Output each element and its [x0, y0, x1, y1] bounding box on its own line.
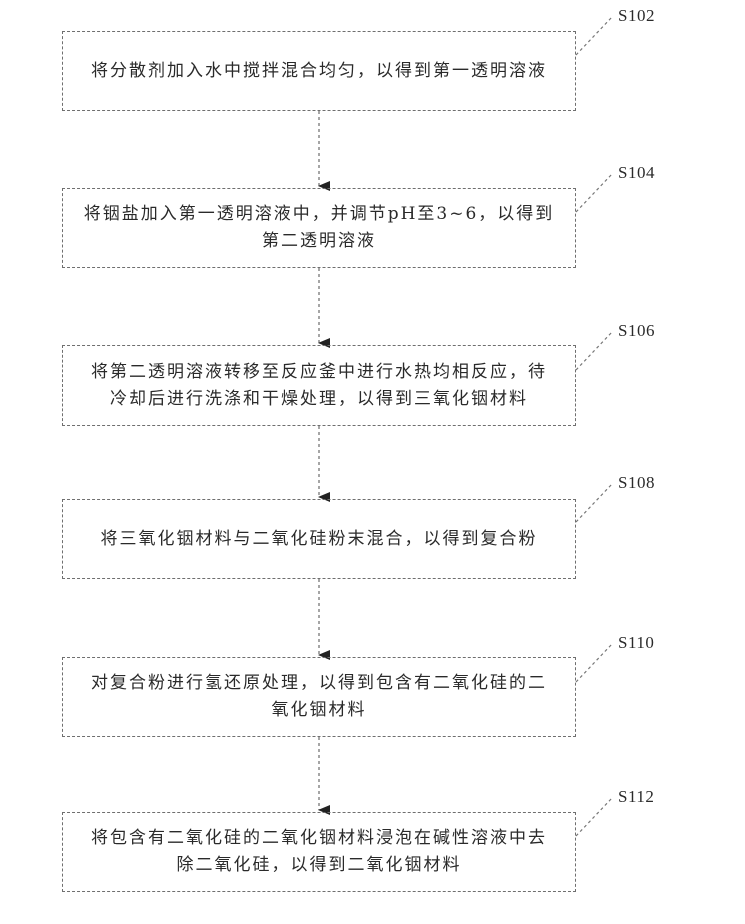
- leader-line-s108: [576, 484, 612, 522]
- step-text-s104: 将铟盐加入第一透明溶液中，并调节pH至3~6，以得到 第二透明溶液: [84, 201, 555, 255]
- step-box-s102: 将分散剂加入水中搅拌混合均匀，以得到第一透明溶液: [62, 31, 576, 111]
- step-label-s102: S102: [618, 6, 655, 26]
- step-label-s112: S112: [618, 787, 654, 807]
- leader-line-s106: [576, 332, 612, 370]
- step-box-s110: 对复合粉进行氢还原处理，以得到包含有二氧化硅的二 氧化铟材料: [62, 657, 576, 737]
- step-text-s102: 将分散剂加入水中搅拌混合均匀，以得到第一透明溶液: [91, 58, 547, 85]
- step-box-s104: 将铟盐加入第一透明溶液中，并调节pH至3~6，以得到 第二透明溶液: [62, 188, 576, 268]
- step-box-s112: 将包含有二氧化硅的二氧化铟材料浸泡在碱性溶液中去 除二氧化硅，以得到二氧化铟材料: [62, 812, 576, 892]
- step-label-s108: S108: [618, 473, 655, 493]
- step-text-s108: 将三氧化铟材料与二氧化硅粉末混合，以得到复合粉: [101, 526, 538, 553]
- leader-line-s112: [576, 798, 612, 836]
- step-text-s112: 将包含有二氧化硅的二氧化铟材料浸泡在碱性溶液中去 除二氧化硅，以得到二氧化铟材料: [91, 825, 547, 879]
- leader-line-s104: [576, 174, 612, 212]
- step-label-s106: S106: [618, 321, 655, 341]
- step-box-s106: 将第二透明溶液转移至反应釜中进行水热均相反应，待 冷却后进行洗涤和干燥处理，以得…: [62, 345, 576, 426]
- step-text-s110: 对复合粉进行氢还原处理，以得到包含有二氧化硅的二 氧化铟材料: [91, 670, 547, 724]
- leader-line-s102: [576, 17, 612, 55]
- step-label-s104: S104: [618, 163, 655, 183]
- step-text-s106: 将第二透明溶液转移至反应釜中进行水热均相反应，待 冷却后进行洗涤和干燥处理，以得…: [91, 359, 547, 413]
- step-box-s108: 将三氧化铟材料与二氧化硅粉末混合，以得到复合粉: [62, 499, 576, 579]
- leader-line-s110: [576, 644, 612, 682]
- step-label-s110: S110: [618, 633, 654, 653]
